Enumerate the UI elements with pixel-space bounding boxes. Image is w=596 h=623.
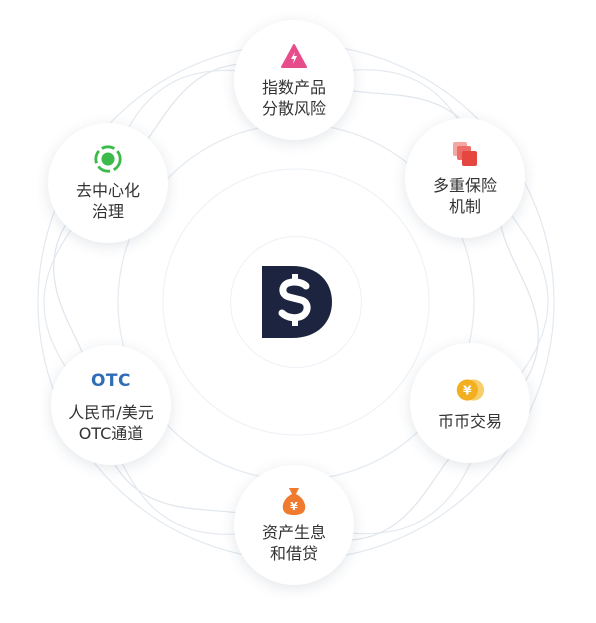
node-decentralized-governance: 去中心化 治理 — [48, 123, 168, 243]
node-coin-exchange: ¥ 币币交易 — [410, 343, 530, 463]
center-logo — [231, 237, 361, 367]
svg-text:¥: ¥ — [290, 500, 298, 513]
node-label: 多重保险 机制 — [432, 176, 497, 216]
otc-icon: OTC — [81, 366, 141, 396]
dollar-d-logo-icon — [262, 266, 332, 338]
svg-text:¥: ¥ — [463, 383, 472, 397]
node-label: 人民币/美元 OTC通道 — [68, 403, 154, 443]
target-ring-icon — [93, 144, 123, 174]
node-asset-interest: ¥ 资产生息 和借贷 — [234, 465, 354, 585]
lightning-triangle-icon — [279, 41, 309, 71]
node-index-products: 指数产品 分散风险 — [234, 20, 354, 140]
money-bag-icon: ¥ — [279, 486, 309, 516]
otc-icon-text: OTC — [90, 371, 132, 391]
node-label: 去中心化 治理 — [75, 181, 140, 221]
stacked-squares-icon — [450, 139, 480, 169]
node-label: 资产生息 和借贷 — [261, 523, 326, 563]
node-insurance: 多重保险 机制 — [405, 118, 525, 238]
node-label: 币币交易 — [437, 411, 502, 431]
node-otc-channel: OTC 人民币/美元 OTC通道 — [51, 345, 171, 465]
node-label: 指数产品 分散风险 — [261, 78, 326, 118]
yen-coins-icon: ¥ — [455, 375, 485, 405]
